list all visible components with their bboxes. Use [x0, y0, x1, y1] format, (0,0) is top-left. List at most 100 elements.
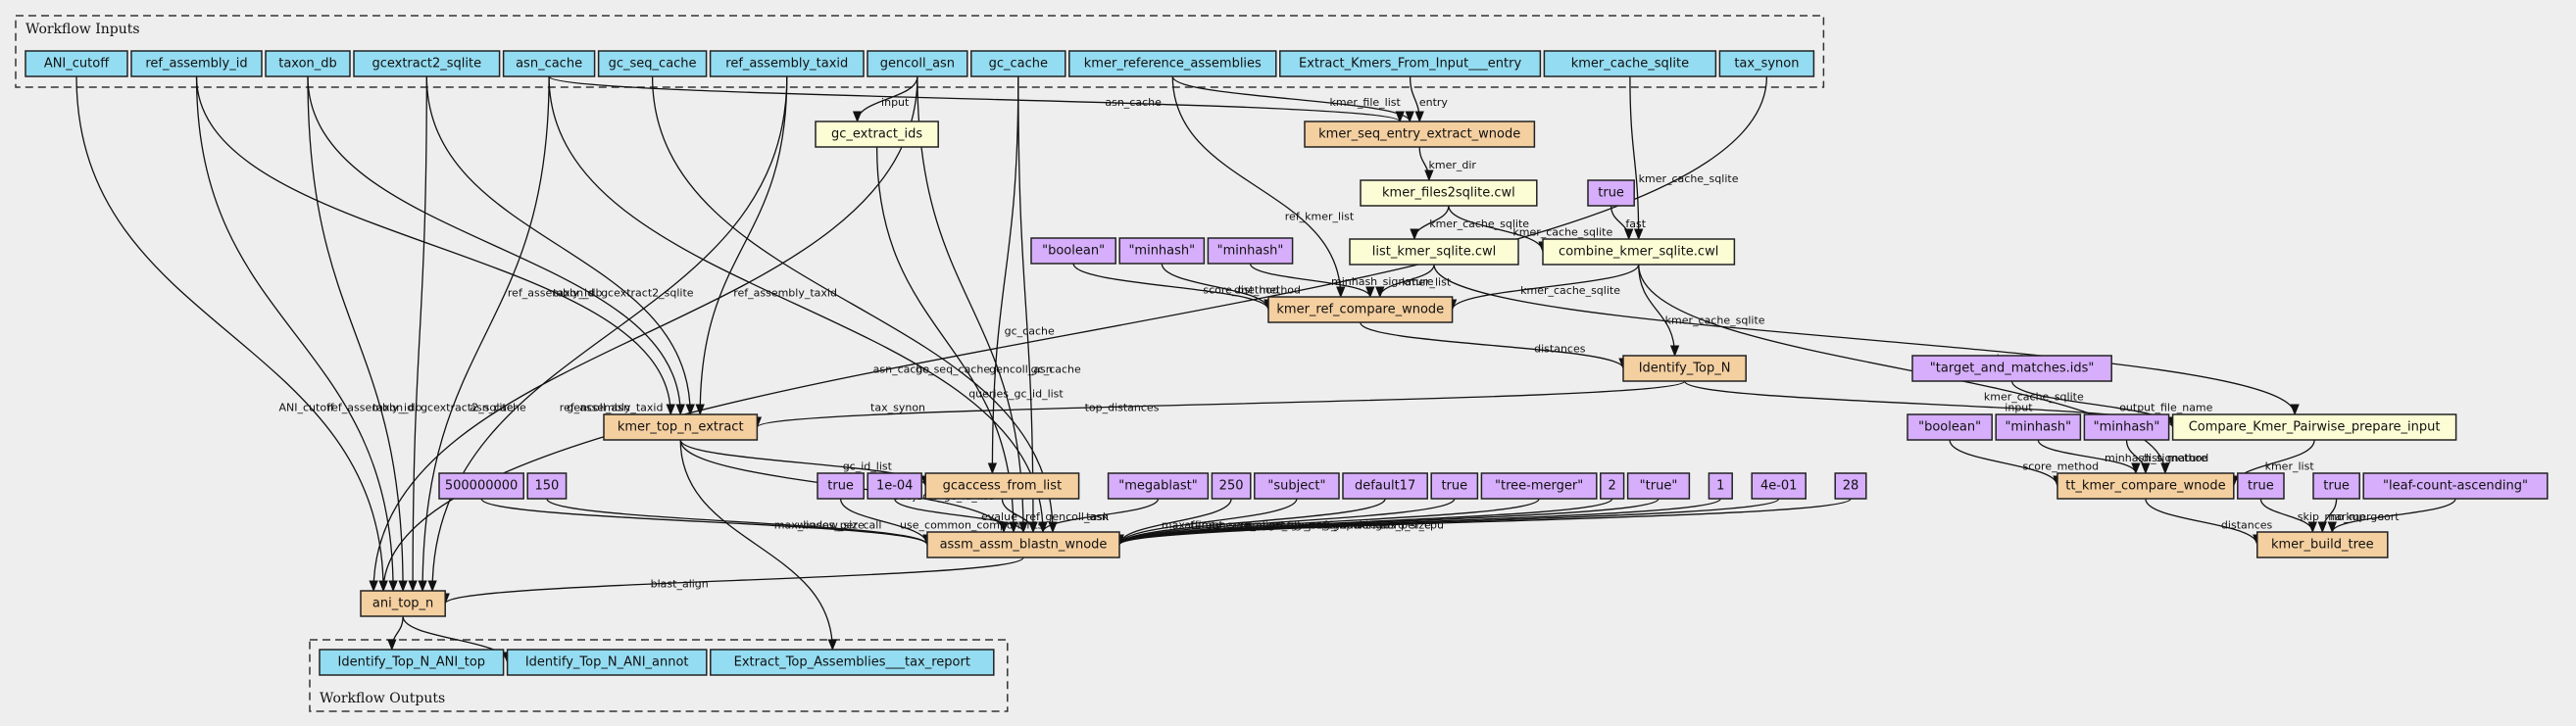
- node-kmer-files2sqlite[interactable]: kmer_files2sqlite.cwl: [1360, 179, 1538, 207]
- node-c-leafcount[interactable]: "leaf-count-ascending": [2362, 472, 2549, 500]
- node-c-true-compart[interactable]: true: [1430, 472, 1479, 500]
- node-box[interactable]: [1587, 179, 1635, 207]
- node-taxon-db[interactable]: taxon_db: [265, 50, 351, 77]
- node-box[interactable]: [1907, 413, 1993, 441]
- node-c-minhash-3[interactable]: "minhash": [1995, 413, 2082, 441]
- node-c-250[interactable]: 250: [1211, 472, 1252, 500]
- node-c-28[interactable]: 28: [1834, 472, 1867, 500]
- node-gc-extract-ids[interactable]: gc_extract_ids: [815, 121, 939, 148]
- node-box[interactable]: [1279, 50, 1542, 77]
- node-ani-cutoff[interactable]: ANI_cutoff: [25, 50, 128, 77]
- node-box[interactable]: [25, 50, 128, 77]
- node-gc-cache[interactable]: gc_cache: [970, 50, 1066, 77]
- node-extract-top-assemblies-tax-report[interactable]: Extract_Top_Assemblies___tax_report: [710, 649, 995, 676]
- node-tax-synon[interactable]: tax_synon: [1718, 50, 1815, 77]
- node-kmer-reference-assemblies[interactable]: kmer_reference_assemblies: [1068, 50, 1277, 77]
- node-box[interactable]: [867, 472, 922, 500]
- node-c-default17[interactable]: default17: [1342, 472, 1428, 500]
- node-box[interactable]: [1600, 472, 1625, 500]
- node-box[interactable]: [438, 472, 524, 500]
- node-box[interactable]: [1118, 237, 1206, 265]
- node-c-true-str[interactable]: "true": [1626, 472, 1691, 500]
- node-box[interactable]: [1911, 355, 2112, 382]
- node-identify-top-n[interactable]: Identify_Top_N: [1622, 355, 1747, 382]
- node-true-skip[interactable]: true: [2237, 472, 2285, 500]
- node-identify-top-n-ani-top[interactable]: Identify_Top_N_ANI_top: [319, 649, 505, 676]
- node-box[interactable]: [319, 649, 505, 676]
- node-box[interactable]: [1267, 296, 1454, 323]
- node-c-megablast[interactable]: "megablast": [1107, 472, 1210, 500]
- node-box[interactable]: [1211, 472, 1252, 500]
- node-identify-top-n-ani-annot[interactable]: Identify_Top_N_ANI_annot: [506, 649, 708, 676]
- node-box[interactable]: [1751, 472, 1807, 500]
- node-box[interactable]: [970, 50, 1066, 77]
- node-box[interactable]: [1622, 355, 1747, 382]
- node-asn-cache[interactable]: asn_cache: [502, 50, 596, 77]
- node-box[interactable]: [1342, 472, 1428, 500]
- node-list-kmer-sqlite[interactable]: list_kmer_sqlite.cwl: [1349, 238, 1519, 266]
- node-kmer-top-n-extract[interactable]: kmer_top_n_extract: [603, 413, 759, 441]
- node-box[interactable]: [526, 472, 568, 500]
- node-box[interactable]: [2312, 472, 2360, 500]
- node-c-subject[interactable]: "subject": [1254, 472, 1340, 500]
- node-box[interactable]: [709, 50, 865, 77]
- node-gencoll-asn[interactable]: gencoll_asn: [867, 50, 968, 77]
- node-box[interactable]: [2256, 531, 2389, 558]
- node-c-500000000[interactable]: 500000000: [438, 472, 524, 500]
- node-c-true-ucc[interactable]: true: [817, 472, 865, 500]
- node-c-1e04[interactable]: 1e-04: [867, 472, 922, 500]
- node-tt-kmer-compare-wnode[interactable]: tt_kmer_compare_wnode: [2056, 472, 2235, 500]
- node-box[interactable]: [2171, 413, 2457, 441]
- node-kmer-build-tree[interactable]: kmer_build_tree: [2256, 531, 2389, 558]
- node-box[interactable]: [1207, 237, 1294, 265]
- node-kmer-seq-entry-extract-wnode[interactable]: kmer_seq_entry_extract_wnode: [1304, 121, 1536, 148]
- node-box[interactable]: [1542, 238, 1736, 266]
- node-box[interactable]: [1626, 472, 1691, 500]
- node-c-1[interactable]: 1: [1708, 472, 1733, 500]
- node-box[interactable]: [1708, 472, 1733, 500]
- node-c-minhash-1[interactable]: "minhash": [1118, 237, 1206, 265]
- node-ref-assembly-taxid[interactable]: ref_assembly_taxid: [709, 50, 865, 77]
- node-c-boolean-2[interactable]: "boolean": [1907, 413, 1993, 441]
- node-box[interactable]: [815, 121, 939, 148]
- node-gcextract2-sqlite[interactable]: gcextract2_sqlite: [353, 50, 501, 77]
- node-combine-kmer-sqlite[interactable]: combine_kmer_sqlite.cwl: [1542, 238, 1736, 266]
- node-ref-assembly-id[interactable]: ref_assembly_id: [130, 50, 263, 77]
- node-true-fast[interactable]: true: [1587, 179, 1635, 207]
- node-box[interactable]: [2083, 413, 2170, 441]
- node-box[interactable]: [817, 472, 865, 500]
- node-compare-kmer-pairwise-prepare-input[interactable]: Compare_Kmer_Pairwise_prepare_input: [2171, 413, 2457, 441]
- node-true-nomerge[interactable]: true: [2312, 472, 2360, 500]
- node-box[interactable]: [1030, 237, 1116, 265]
- node-box[interactable]: [1995, 413, 2082, 441]
- node-kmer-ref-compare-wnode[interactable]: kmer_ref_compare_wnode: [1267, 296, 1454, 323]
- node-box[interactable]: [1349, 238, 1519, 266]
- node-c-minhash-2[interactable]: "minhash": [1207, 237, 1294, 265]
- node-box[interactable]: [1718, 50, 1815, 77]
- node-c-treemerger[interactable]: "tree-merger": [1480, 472, 1598, 500]
- node-box[interactable]: [2362, 472, 2549, 500]
- node-c-boolean-1[interactable]: "boolean": [1030, 237, 1116, 265]
- node-box[interactable]: [1360, 179, 1538, 207]
- node-box[interactable]: [353, 50, 501, 77]
- node-c-150[interactable]: 150: [526, 472, 568, 500]
- node-assm-assm-blastn-wnode[interactable]: assm_assm_blastn_wnode: [926, 531, 1120, 558]
- node-ani-top-n[interactable]: ani_top_n: [360, 590, 446, 617]
- node-box[interactable]: [926, 531, 1120, 558]
- node-box[interactable]: [1068, 50, 1277, 77]
- node-kmer-cache-sqlite[interactable]: kmer_cache_sqlite: [1543, 50, 1717, 77]
- node-box[interactable]: [2237, 472, 2285, 500]
- node-box[interactable]: [1430, 472, 1479, 500]
- node-box[interactable]: [1543, 50, 1717, 77]
- node-box[interactable]: [597, 50, 708, 77]
- node-c-2[interactable]: 2: [1600, 472, 1625, 500]
- node-c-target-ids[interactable]: "target_and_matches.ids": [1911, 355, 2112, 382]
- node-box[interactable]: [502, 50, 596, 77]
- node-extract-kmers-from-input-entry[interactable]: Extract_Kmers_From_Input___entry: [1279, 50, 1542, 77]
- node-box[interactable]: [130, 50, 263, 77]
- node-box[interactable]: [1480, 472, 1598, 500]
- node-c-minhash-4[interactable]: "minhash": [2083, 413, 2170, 441]
- node-box[interactable]: [360, 590, 446, 617]
- node-gcaccess-from-list[interactable]: gcaccess_from_list: [924, 472, 1080, 500]
- node-c-4e01[interactable]: 4e-01: [1751, 472, 1807, 500]
